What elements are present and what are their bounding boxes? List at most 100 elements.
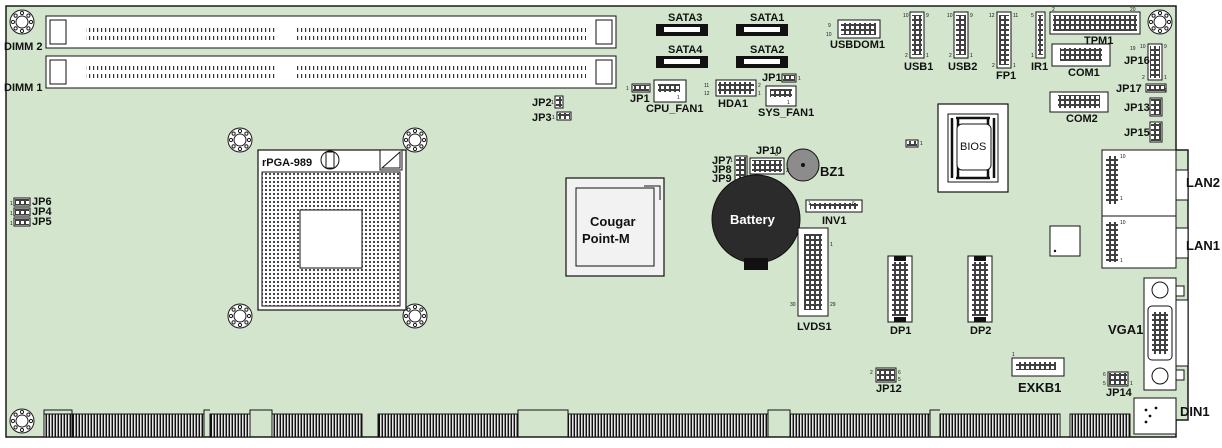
- small-jumper: [905, 139, 919, 148]
- jp15-header: [1149, 121, 1163, 143]
- jp17-header: [1145, 83, 1167, 93]
- mounting-holes: [9, 9, 1173, 434]
- jp13-header: [1149, 97, 1163, 117]
- pin-label: 1: [1031, 53, 1034, 59]
- pin-label: 1: [758, 91, 761, 97]
- dp1-label: DP1: [890, 325, 911, 337]
- pin-label: 2: [870, 370, 873, 376]
- jp15-label: JP15: [1124, 127, 1150, 139]
- pin-label: 1: [10, 201, 13, 207]
- dp2-connector: [967, 255, 993, 323]
- pin-label: 10: [826, 32, 832, 38]
- pin-label: 2: [949, 53, 952, 59]
- lan1-label: LAN1: [1186, 238, 1220, 253]
- pin-label: 1: [551, 100, 554, 106]
- pin-label: 9: [1164, 44, 1167, 50]
- cpu-socket: [257, 149, 407, 311]
- dp2-label: DP2: [970, 325, 991, 337]
- tpm1-header: [1049, 11, 1141, 35]
- jp2-header: [554, 95, 564, 109]
- pin-label: 2: [786, 168, 789, 174]
- pin-label: 12: [704, 91, 710, 97]
- com2-label: COM2: [1066, 113, 1098, 125]
- lvds1-label: LVDS1: [797, 321, 832, 333]
- dimm1-slot: [45, 55, 617, 89]
- pin-label: 9: [828, 23, 831, 29]
- pin-label: 1: [1130, 381, 1133, 387]
- pin-label: 1: [1012, 352, 1015, 358]
- pin-label: 19: [1130, 46, 1136, 52]
- pin-label: 1: [677, 95, 680, 101]
- lan2-label: LAN2: [1186, 175, 1220, 190]
- chipset: [565, 177, 665, 277]
- jp10-header: [749, 157, 785, 175]
- sys-fan1-header: [765, 85, 797, 107]
- jp7-label: JP7: [712, 155, 732, 167]
- pin-label: 10: [947, 13, 953, 19]
- jp4-label: JP4: [32, 206, 52, 218]
- pin-label: 9: [926, 13, 929, 19]
- jp13-label: JP13: [1124, 102, 1150, 114]
- pin-label: 29: [830, 302, 836, 308]
- cpu-fan1-label: CPU_FAN1: [646, 103, 703, 115]
- hda1-label: HDA1: [718, 98, 748, 110]
- exkb1-label: EXKB1: [1018, 380, 1061, 395]
- usbdom1-label: USBDOM1: [830, 39, 885, 51]
- sata1-label: SATA1: [750, 12, 784, 24]
- chipset-label-line1: Cougar: [590, 214, 636, 229]
- pin-label: 2: [1142, 75, 1145, 81]
- inv1-label: INV1: [822, 215, 846, 227]
- usb1-header: [909, 11, 925, 59]
- dimm2-label: DIMM 2: [4, 41, 43, 53]
- jp9-label: JP9: [712, 173, 732, 185]
- pin-label: 1: [798, 76, 801, 82]
- cpu-fan1-header: [653, 79, 687, 103]
- pin-label: 2: [905, 53, 908, 59]
- pin-label: 30: [790, 302, 796, 308]
- pin-label: 12: [989, 13, 995, 19]
- pin-label: 6: [898, 370, 901, 376]
- pin-label: 6: [775, 152, 778, 158]
- pin-label: 6: [1103, 372, 1106, 378]
- battery-label: Battery: [730, 212, 776, 227]
- cpu-socket-label: rPGA-989: [262, 157, 312, 169]
- jp1-header-a: [631, 83, 651, 93]
- pin-label: 1: [926, 53, 929, 59]
- pin-label: 1: [1164, 75, 1167, 81]
- jp2-label: JP2: [532, 97, 552, 109]
- bios-label: BIOS: [960, 141, 986, 153]
- jp6-jp5-headers: [13, 197, 31, 227]
- pin-label: 1: [626, 86, 629, 92]
- battery: [711, 174, 801, 270]
- pin-label: 1: [1120, 258, 1123, 264]
- usb2-header: [953, 11, 969, 59]
- inv1-header: [805, 199, 863, 213]
- pin-label: 6: [852, 201, 855, 207]
- pin-label: 1: [552, 115, 555, 121]
- pin-label: 10: [903, 13, 909, 19]
- pin-label: 2: [992, 63, 995, 69]
- pin-label: 20: [1130, 7, 1136, 13]
- pin-label: 1: [10, 221, 13, 227]
- jp1-header-b: [781, 73, 797, 83]
- hda1-header: [715, 79, 757, 97]
- dimm1-label: DIMM 1: [4, 82, 43, 94]
- usbdom1-header: [837, 19, 881, 39]
- pin-label: 1: [920, 141, 923, 147]
- jp10-label: JP10: [756, 145, 782, 157]
- din1-label: DIN1: [1180, 404, 1210, 419]
- pin-label: 1: [1013, 63, 1016, 69]
- fp1-header: [996, 11, 1012, 69]
- pin-label: 1: [730, 158, 733, 164]
- usb1-label: USB1: [904, 61, 933, 73]
- usb2-label: USB2: [948, 61, 977, 73]
- pin-label: 1: [10, 211, 13, 217]
- jp17-label: JP17: [1116, 83, 1142, 95]
- pin-label: 2: [758, 83, 761, 89]
- pin-label: 1: [808, 201, 811, 207]
- jp6-label: JP6: [32, 196, 52, 208]
- buzzer: [786, 148, 820, 182]
- jp14-label: JP14: [1106, 387, 1133, 399]
